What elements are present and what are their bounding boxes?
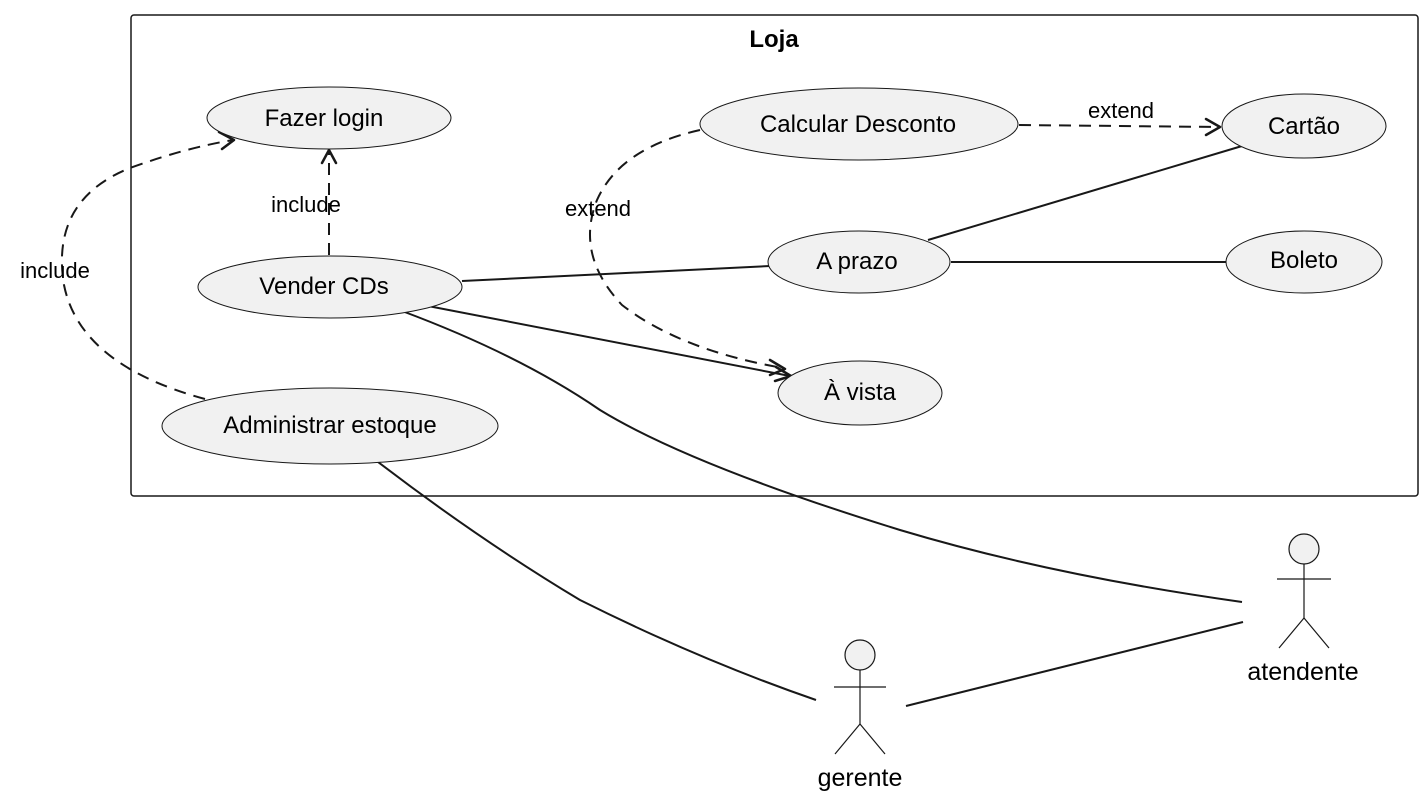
assoc-vender-avista (427, 305, 791, 377)
assoc-gerente-atendente (905, 621, 1244, 707)
usecase-administrar-estoque: Administrar estoque (161, 387, 499, 465)
arrowhead-login-include2 (217, 130, 236, 151)
usecase-vender-cds: Vender CDs (197, 255, 463, 319)
actor-gerente: gerente (818, 639, 903, 792)
usecase-label: A prazo (816, 248, 897, 275)
system-title: Loja (749, 26, 799, 53)
assoc-vender-aprazo (461, 265, 771, 282)
usecase-label: Cartão (1268, 113, 1340, 140)
usecase-boleto: Boleto (1225, 230, 1383, 294)
usecase-cartao: Cartão (1221, 93, 1387, 159)
label-extend-cartao: extend (1088, 98, 1154, 123)
label-include-vender: include (271, 192, 341, 217)
label-extend-vista: extend (565, 196, 631, 221)
usecase-label: Calcular Desconto (760, 111, 956, 138)
usecase-label: Vender CDs (259, 273, 388, 300)
assoc-aprazo-cartao (927, 145, 1243, 241)
usecase-calcular-desconto: Calcular Desconto (699, 87, 1019, 161)
system-boundary (130, 14, 1419, 497)
usecase-label: À vista (824, 379, 897, 406)
extend-desconto-vista (589, 129, 784, 369)
arrowhead-vista-extend (768, 358, 787, 377)
extend-desconto-cartao (1018, 124, 1219, 128)
usecase-fazer-login: Fazer login (206, 86, 452, 150)
assoc-admin-gerente (377, 461, 817, 701)
usecase-label: Fazer login (265, 105, 384, 132)
include-admin-login (60, 139, 234, 400)
usecase-label: Boleto (1270, 247, 1338, 274)
arrowhead-login-include1 (320, 148, 338, 165)
actor-label: atendente (1247, 658, 1358, 686)
usecase-label: Administrar estoque (223, 412, 436, 439)
usecase-a-vista: À vista (777, 360, 943, 426)
arrowhead-cartao (1204, 117, 1222, 137)
label-include-admin: include (20, 258, 90, 283)
assoc-vender-atendente (401, 310, 1243, 603)
actor-label: gerente (818, 764, 903, 792)
usecase-a-prazo: A prazo (767, 230, 951, 294)
actor-atendente: atendente (1247, 533, 1359, 686)
